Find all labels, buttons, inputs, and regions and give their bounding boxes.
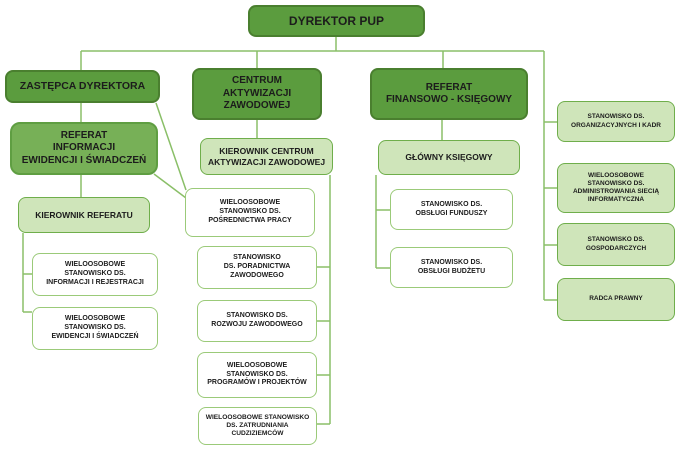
org-node-zastepca-dyrektora: ZASTĘPCA DYREKTORA	[5, 70, 160, 103]
org-node-stanowisko-ewidencji-swiadczen: WIELOOSOBOWE STANOWISKO DS. EWIDENCJI I …	[32, 307, 158, 350]
org-node-label: WIELOOSOBOWE STANOWISKO DS. PROGRAMÓW I …	[207, 361, 307, 387]
org-node-label: REFERAT INFORMACJI EWIDENCJI I ŚWIADCZEŃ	[21, 129, 147, 166]
org-node-label: KIEROWNIK REFERATU	[35, 209, 133, 220]
org-node-stanowisko-rozwoju-zawodowego: STANOWISKO DS. ROZWOJU ZAWODOWEGO	[197, 300, 317, 342]
org-node-label: DYREKTOR PUP	[288, 13, 385, 28]
org-node-stanowisko-obslugi-funduszy: STANOWISKO DS. OBSŁUGI FUNDUSZY	[390, 189, 513, 230]
org-node-stanowisko-informacji-rejestracji: WIELOOSOBOWE STANOWISKO DS. INFORMACJI I…	[32, 253, 158, 296]
org-node-label: WIELOOSOBOWE STANOWISKO DS. EWIDENCJI I …	[51, 315, 139, 340]
org-node-stanowisko-organizacyjnych-kadr: STANOWISKO DS. ORGANIZACYJNYCH I KADR	[557, 101, 675, 142]
org-node-label: STANOWISKO DS. PORADNICTWA ZAWODOWEGO	[223, 254, 291, 279]
org-node-centrum-aktywizacji: CENTRUM AKTYWIZACJI ZAWODOWEJ	[192, 68, 322, 120]
connector-zastepca-posrednictwa	[155, 102, 187, 191]
org-node-label: WIELOOSOBOWE STANOWISKO DS. POŚREDNICTWA…	[208, 199, 292, 224]
org-node-stanowisko-poradnictwa-zawodowego: STANOWISKO DS. PORADNICTWA ZAWODOWEGO	[197, 246, 317, 289]
org-node-stanowisko-zatrudniania-cudzoziemcow: WIELOOSOBOWE STANOWISKO DS. ZATRUDNIANIA…	[198, 407, 317, 445]
org-node-stanowisko-programow-projektow: WIELOOSOBOWE STANOWISKO DS. PROGRAMÓW I …	[197, 352, 317, 398]
org-node-label: WIELOOSOBOWE STANOWISKO DS. INFORMACJI I…	[46, 261, 144, 286]
org-node-label: CENTRUM AKTYWIZACJI ZAWODOWEJ	[222, 75, 292, 112]
org-node-dyrektor-pup: DYREKTOR PUP	[248, 5, 425, 37]
org-node-label: GŁÓWNY KSIĘGOWY	[405, 152, 493, 163]
org-node-label: REFERAT FINANSOWO - KSIĘGOWY	[385, 81, 513, 106]
org-node-stanowisko-obslugi-budzetu: STANOWISKO DS. OBSŁUGI BUDŻETU	[390, 247, 513, 288]
org-node-label: ZASTĘPCA DYREKTORA	[19, 79, 146, 92]
org-node-referat-informacji: REFERAT INFORMACJI EWIDENCJI I ŚWIADCZEŃ	[10, 122, 158, 175]
org-node-label: RADCA PRAWNY	[589, 295, 643, 303]
org-node-label: WIELOOSOBOWE STANOWISKO DS. ZATRUDNIANIA…	[205, 413, 310, 438]
connector-referat-inf-posrednictwa	[153, 173, 187, 199]
org-node-kierownik-referatu: KIEROWNIK REFERATU	[18, 197, 150, 233]
org-node-stanowisko-administrowania-siecia: WIELOOSOBOWE STANOWISKO DS. ADMINISTROWA…	[557, 163, 675, 213]
org-node-radca-prawny: RADCA PRAWNY	[557, 278, 675, 321]
org-node-label: STANOWISKO DS. ROZWOJU ZAWODOWEGO	[211, 312, 303, 328]
connector-lines	[22, 37, 557, 425]
org-node-referat-finansowo-ksiegowy: REFERAT FINANSOWO - KSIĘGOWY	[370, 68, 528, 120]
org-node-label: KIEROWNIK CENTRUM AKTYWIZACJI ZAWODOWEJ	[207, 145, 326, 167]
org-node-label: WIELOOSOBOWE STANOWISKO DS. ADMINISTROWA…	[572, 171, 660, 204]
org-node-label: STANOWISKO DS. OBSŁUGI BUDŻETU	[417, 258, 486, 275]
org-node-kierownik-centrum: KIEROWNIK CENTRUM AKTYWIZACJI ZAWODOWEJ	[200, 138, 333, 175]
org-node-label: STANOWISKO DS. ORGANIZACYJNYCH I KADR	[571, 113, 661, 129]
org-node-label: STANOWISKO DS. OBSŁUGI FUNDUSZY	[415, 200, 488, 217]
org-node-glowny-ksiegowy: GŁÓWNY KSIĘGOWY	[378, 140, 520, 175]
org-node-label: STANOWISKO DS. GOSPODARCZYCH	[585, 236, 647, 252]
org-node-stanowisko-gospodarczych: STANOWISKO DS. GOSPODARCZYCH	[557, 223, 675, 266]
org-node-stanowisko-posrednictwa-pracy: WIELOOSOBOWE STANOWISKO DS. POŚREDNICTWA…	[185, 188, 315, 237]
